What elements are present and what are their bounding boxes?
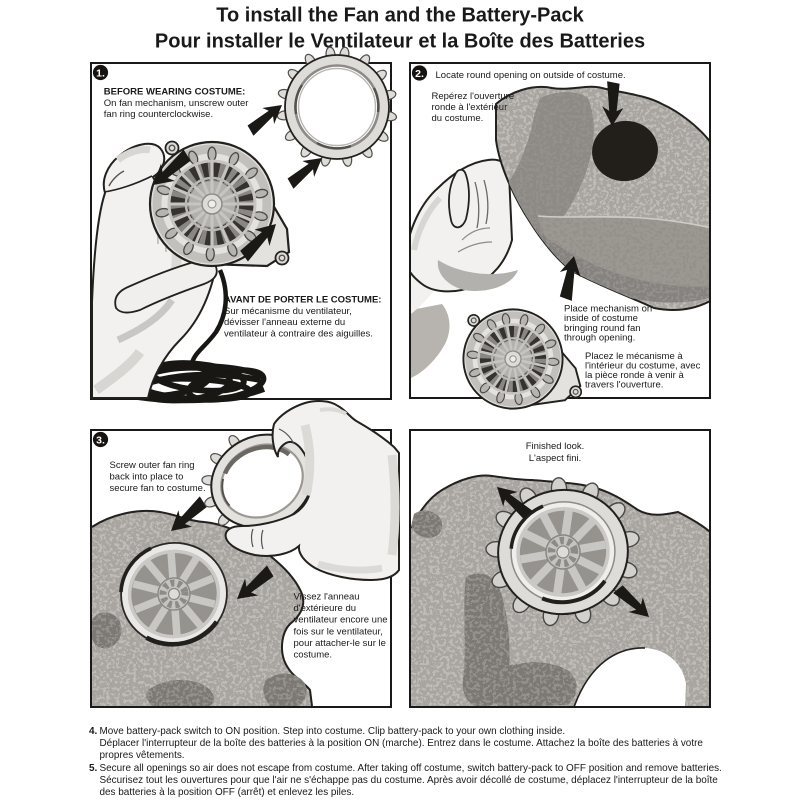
svg-text:Sur mécanisme du ventilateur,: Sur mécanisme du ventilateur, [224,306,352,317]
svg-text:Sécurisez tout les ouvertures: Sécurisez tout les ouvertures pour que l… [100,775,719,786]
svg-text:through opening.: through opening. [564,333,635,344]
svg-text:pour attacher-le sur le: pour attacher-le sur le [294,638,386,649]
svg-text:l'intérieur du costume, avec: l'intérieur du costume, avec [585,360,701,371]
svg-text:d'extérieure du: d'extérieure du [294,603,357,614]
svg-text:dévisser l'anneau externe du: dévisser l'anneau externe du [224,317,345,328]
svg-text:inside of costume: inside of costume [564,313,638,324]
svg-text:travers l'ouverture.: travers l'ouverture. [585,379,663,390]
svg-text:3.: 3. [96,434,105,446]
svg-text:bringing round fan: bringing round fan [564,323,641,334]
svg-text:Secure all openings so air doe: Secure all openings so air does not esca… [100,763,722,774]
svg-text:Screw outer fan ring: Screw outer fan ring [110,460,195,471]
svg-text:propres vêtements.: propres vêtements. [100,750,185,761]
svg-text:Vissez l'anneau: Vissez l'anneau [294,592,360,603]
svg-text:secure fan to costume.: secure fan to costume. [110,483,206,494]
svg-text:BEFORE WEARING COSTUME:: BEFORE WEARING COSTUME: [104,87,245,98]
svg-text:5.: 5. [89,763,98,774]
svg-text:AVANT DE PORTER LE COSTUME:: AVANT DE PORTER LE COSTUME: [224,295,381,306]
svg-text:Déplacer l'interrupteur de la: Déplacer l'interrupteur de la boîte des … [100,738,704,749]
svg-text:la pièce ronde à venir à: la pièce ronde à venir à [585,370,684,381]
svg-text:4.: 4. [89,726,98,737]
svg-text:du costume.: du costume. [432,113,484,124]
svg-text:Place mechanism on: Place mechanism on [564,304,652,315]
svg-text:fan ring counterclockwise.: fan ring counterclockwise. [104,109,213,120]
svg-text:Locate round opening on outsid: Locate round opening on outside of costu… [436,70,626,81]
svg-text:To install the Fan and the Bat: To install the Fan and the Battery-Pack [216,5,584,27]
svg-text:Finished look.: Finished look. [526,441,585,452]
svg-text:fois sur le ventilateur,: fois sur le ventilateur, [294,626,383,637]
svg-text:ventilateur à contraire des ai: ventilateur à contraire des aiguilles. [224,328,373,339]
svg-text:ventilateur encore une: ventilateur encore une [294,615,388,626]
svg-text:Repérez l'ouverture: Repérez l'ouverture [432,91,515,102]
svg-text:back into place to: back into place to [110,472,184,483]
svg-text:des batteries à la position OF: des batteries à la position OFF (arrêt) … [100,787,355,798]
svg-text:ronde à l'extérieur: ronde à l'extérieur [432,102,508,113]
svg-text:Placez le mécanisme à: Placez le mécanisme à [585,351,683,362]
svg-text:Move battery-pack switch to ON: Move battery-pack switch to ON position.… [100,726,566,737]
svg-text:On fan mechanism, unscrew oute: On fan mechanism, unscrew outer [104,98,249,109]
svg-text:costume.: costume. [294,650,333,661]
svg-text:Pour installer le Ventilateur: Pour installer le Ventilateur et la Boît… [155,31,645,53]
svg-text:2.: 2. [415,68,424,80]
svg-text:1.: 1. [96,67,105,79]
svg-text:L'aspect fini.: L'aspect fini. [529,453,582,464]
